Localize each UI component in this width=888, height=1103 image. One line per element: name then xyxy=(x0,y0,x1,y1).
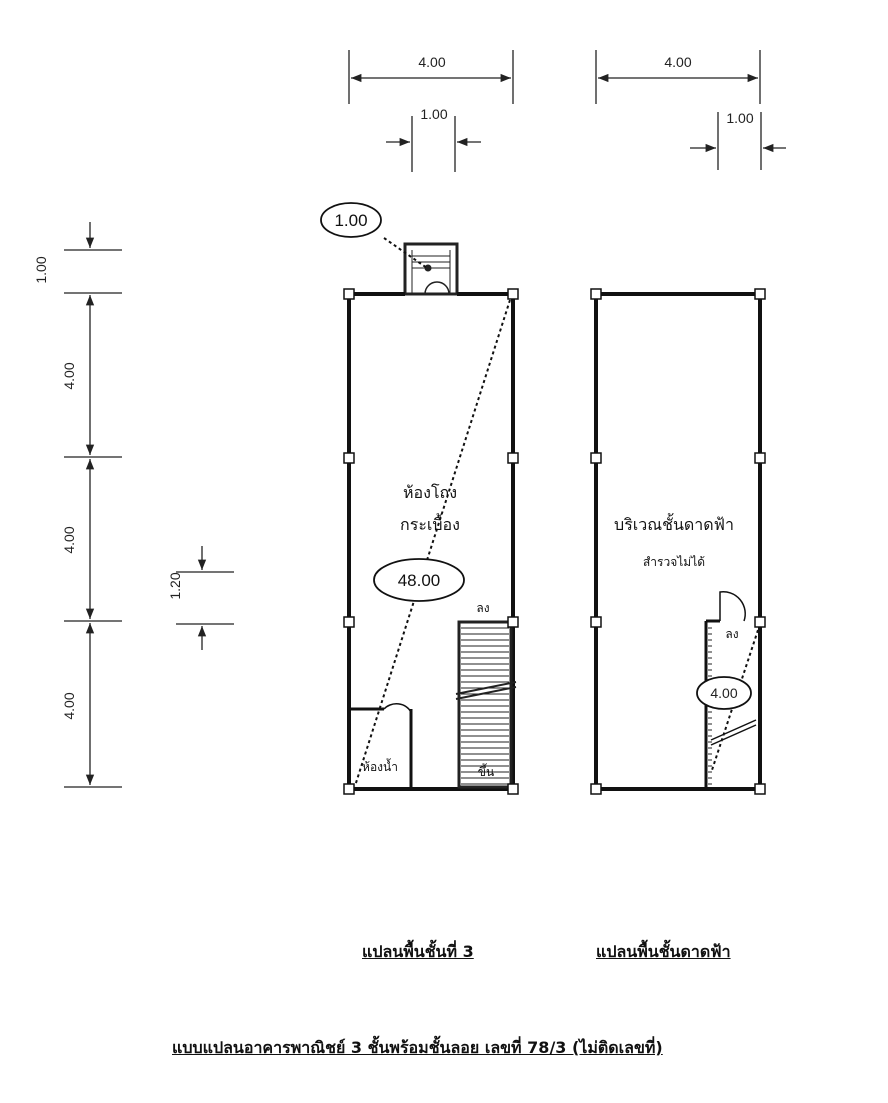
floor3-area-bubble: 48.00 xyxy=(398,571,441,590)
drawing-title: แบบแปลนอาคารพาณิชย์ 3 ชั้นพร้อมชั้นลอย เ… xyxy=(172,1038,663,1057)
floor3-staircase xyxy=(455,620,517,789)
left-dim-seg1-label: 1.00 xyxy=(33,256,49,283)
floor3-stair-down-label: ลง xyxy=(476,601,489,615)
left-dim-seg4-label: 4.00 xyxy=(61,692,77,719)
roof-stair-width-label: 1.00 xyxy=(726,110,753,126)
floor3-stair-up-label: ขึ้น xyxy=(478,763,494,779)
left-dim-seg3-label: 4.00 xyxy=(61,526,77,553)
roof-area-name-line1: บริเวณชั้นดาดฟ้า xyxy=(614,513,734,534)
roof-caption: แปลนพื้นชั้นดาดฟ้า xyxy=(596,942,731,961)
left-vertical-dimension xyxy=(64,222,234,788)
roof-area-bubble: 4.00 xyxy=(710,685,737,701)
roof-area-name-line2: สำรวจไม่ได้ xyxy=(643,555,705,569)
floor3-room-name-line1: ห้องโถง xyxy=(403,483,457,502)
roof-width-label: 4.00 xyxy=(664,54,691,70)
floor3-width-label: 4.00 xyxy=(418,54,445,70)
floor3-stair-callout: 1.00 xyxy=(334,211,367,230)
floor3-caption: แปลนพื้นชั้นที่ 3 xyxy=(362,942,474,961)
floor3-stair-width-label: 1.00 xyxy=(420,106,447,122)
roof-top-dimension xyxy=(595,50,786,170)
floor3-bathroom-label: ห้องน้ำ xyxy=(362,758,398,774)
roof-stair-down-label: ลง xyxy=(725,627,738,641)
left-dim-small-label: 1.20 xyxy=(167,572,183,599)
left-dim-seg2-label: 4.00 xyxy=(61,362,77,389)
floor3-room-name-line2: กระเบื้อง xyxy=(400,513,460,534)
roof-plan xyxy=(590,288,766,795)
floor3-plan xyxy=(320,202,519,795)
floor3-top-dimension xyxy=(348,50,514,172)
